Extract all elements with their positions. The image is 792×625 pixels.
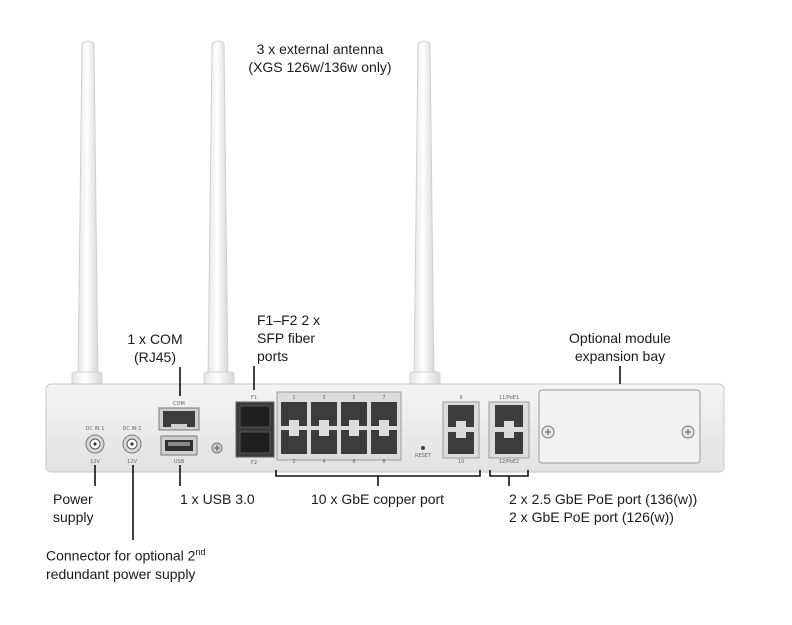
antenna-left [71, 40, 103, 415]
port-10-print: 10 [458, 459, 464, 465]
sfp-label-line1: F1–F2 2 x [257, 312, 321, 328]
usb-label-text: 1 x USB 3.0 [180, 491, 255, 507]
antenna-label-line1: 3 x external antenna [256, 41, 384, 57]
sfp-label-line2: SFP fiber [257, 330, 316, 346]
copper-label-text: 10 x GbE copper port [311, 491, 445, 507]
port-5-print: 5 [352, 395, 355, 401]
module-label-line2: expansion bay [574, 348, 666, 364]
port-7-print: 7 [382, 395, 385, 401]
power-label-line1: Power [53, 491, 93, 507]
dc-in-1-connector: DC IN 1 12V [85, 426, 105, 465]
poe-ports: 11/PoE1 12/PoE2 [488, 395, 530, 465]
com-print: COM [173, 401, 185, 407]
com-label-line1: 1 x COM [127, 331, 183, 347]
copper-port-block: 1 3 5 7 2 4 6 8 [276, 391, 402, 465]
antenna-label-line2: (XGS 126w/136w only) [248, 59, 392, 75]
port-2-print: 2 [292, 459, 295, 465]
redundant-label-line2: redundant power supply [46, 565, 196, 582]
reset-button: RESET [415, 446, 432, 459]
copper-label: 10 x GbE copper port [311, 490, 444, 508]
port-4-print: 4 [322, 459, 325, 465]
usb-port: USB [160, 435, 198, 465]
port-1-print: 1 [292, 395, 295, 401]
callout-lines [94, 366, 621, 540]
power-label: Power supply [53, 490, 93, 526]
poe2-print: 12/PoE2 [499, 459, 519, 465]
dc2-print: DC IN 2 [123, 426, 142, 432]
poe-label: 2 x 2.5 GbE PoE port (136(w)) 2 x GbE Po… [509, 490, 697, 526]
module-expansion-bay [538, 389, 701, 464]
redundant-label-sup: nd [195, 547, 206, 557]
sfp-label-line3: ports [257, 348, 289, 364]
com-label: 1 x COM (RJ45) [110, 330, 200, 366]
port-6-print: 6 [352, 459, 355, 465]
dc-in-2-connector: DC IN 2 12V [122, 426, 142, 465]
reset-print: RESET [415, 453, 432, 459]
poe-label-line1: 2 x 2.5 GbE PoE port (136(w)) [509, 491, 698, 507]
f1-print: F1 [251, 395, 257, 401]
poe1-print: 11/PoE1 [499, 395, 519, 401]
copper-port-pair: 9 10 [442, 395, 480, 465]
sfp-ports: F1 F2 [235, 395, 275, 466]
port-9-print: 9 [459, 395, 462, 401]
port-8-print: 8 [382, 459, 385, 465]
poe-label-line2: 2 x GbE PoE port (126(w)) [509, 509, 674, 525]
antenna-label: 3 x external antenna (XGS 126w/136w only… [230, 40, 410, 76]
port-3-print: 3 [322, 395, 325, 401]
com-label-line2: (RJ45) [133, 349, 176, 365]
antenna-middle [203, 40, 235, 415]
redundant-label-line1: Connector for optional 2nd [46, 543, 205, 565]
module-label-line1: Optional module [569, 330, 671, 346]
usb-label: 1 x USB 3.0 [180, 490, 255, 508]
dc1-volt-print: 12V [90, 459, 100, 465]
redundant-power-label: Connector for optional 2nd redundant pow… [46, 543, 205, 583]
redundant-label-text: Connector for optional 2 [46, 547, 196, 564]
dc1-print: DC IN 1 [86, 426, 105, 432]
power-label-line2: supply [53, 509, 94, 525]
com-port: COM [158, 401, 200, 431]
f2-print: F2 [251, 460, 257, 466]
antenna-right [409, 40, 441, 415]
module-bay-label: Optional module expansion bay [545, 329, 695, 365]
dc2-volt-print: 12V [127, 459, 137, 465]
sfp-label: F1–F2 2 x SFP fiber ports [257, 311, 320, 365]
usb-print: USB [174, 459, 185, 465]
ground-screw [211, 442, 223, 454]
